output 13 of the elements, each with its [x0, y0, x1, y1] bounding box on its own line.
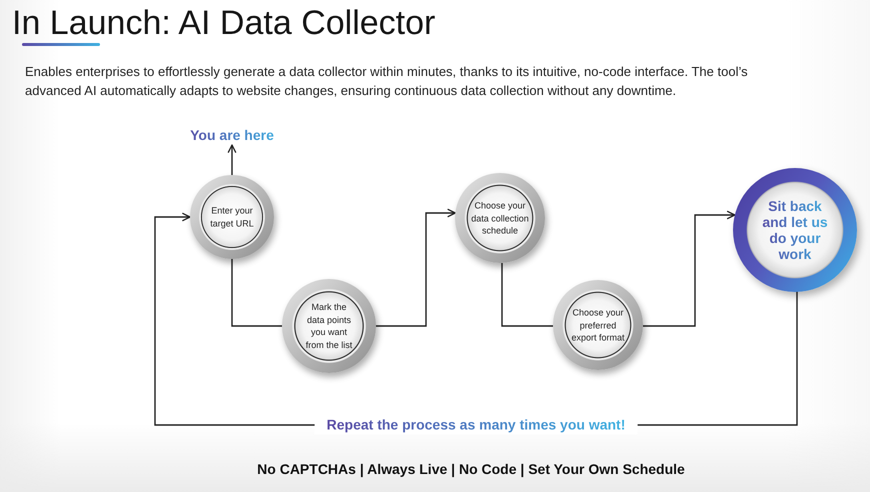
- arrow: [376, 208, 456, 327]
- step-text: Choose your preferred export format: [570, 306, 626, 344]
- feature-list-text: No CAPTCHAs | Always Live | No Code | Set Your Own Schedule: [257, 460, 685, 478]
- step-text: Enter your target URL: [209, 204, 255, 230]
- page-title: In Launch: AI Data Collector: [12, 3, 436, 43]
- description-text: Enables enterprises to effortlessly generate a data collector within minutes, thanks to its intuitive, no-code interface. The tool’s advanced AI automatically adapts to website changes, ensuring continuous data collection without any downtime.: [25, 63, 749, 100]
- connector-line: [231, 259, 282, 327]
- step-text: Mark the data points you want from the list: [306, 301, 352, 351]
- connector-line: [501, 263, 553, 327]
- arrow: [643, 210, 736, 327]
- step-circle: [190, 175, 274, 259]
- step-text: Choose your data collection schedule: [470, 199, 530, 237]
- arrow: [228, 144, 236, 175]
